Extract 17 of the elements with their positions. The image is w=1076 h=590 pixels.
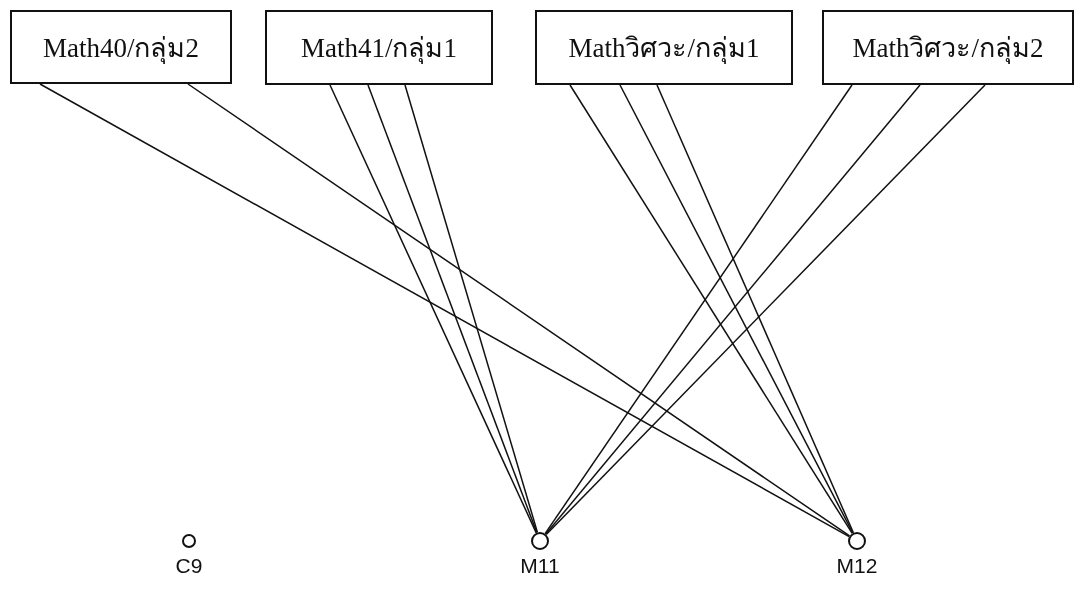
- node-circle: [848, 532, 866, 550]
- connector-line: [656, 84, 855, 534]
- node-label: M11: [520, 554, 560, 578]
- connector-line: [619, 84, 854, 534]
- node-label: M12: [836, 554, 878, 578]
- label-box: Math41/กลุ่ม1: [265, 10, 493, 85]
- node-circle: [531, 532, 549, 550]
- label-box: Mathวิศวะ/กลุ่ม2: [822, 10, 1074, 85]
- connector-line: [39, 83, 850, 538]
- connector-line: [329, 84, 537, 534]
- node-label: C9: [175, 554, 203, 578]
- connector-line: [187, 83, 851, 537]
- label-box: Math40/กลุ่ม2: [10, 10, 232, 84]
- node-circle: [182, 534, 196, 548]
- connector-line: [367, 84, 538, 534]
- connector-line: [404, 84, 539, 534]
- label-box: Mathวิศวะ/กลุ่ม1: [535, 10, 793, 85]
